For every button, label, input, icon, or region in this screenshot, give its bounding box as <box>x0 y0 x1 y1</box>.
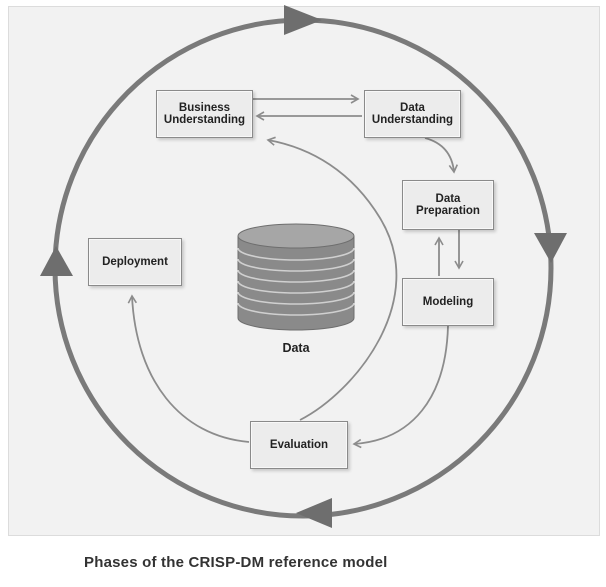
phase-data-understanding-label: Data Understanding <box>371 102 454 126</box>
arrow-evaluation-to-deployment <box>127 294 250 443</box>
phase-business-understanding: Business Understanding <box>156 90 253 138</box>
cycle-arrowhead-top <box>284 5 322 35</box>
cycle-arrowhead-right <box>534 233 567 263</box>
phase-data-preparation: Data Preparation <box>402 180 494 230</box>
phase-evaluation-label: Evaluation <box>269 439 329 451</box>
arrow-evaluation-to-business <box>266 136 398 421</box>
phase-deployment: Deployment <box>88 238 182 286</box>
phase-modeling: Modeling <box>402 278 494 326</box>
cycle-arrowhead-bottom <box>296 498 332 528</box>
phase-business-understanding-label: Business Understanding <box>163 102 246 126</box>
figure-caption: Phases of the CRISP-DM reference model <box>84 554 388 571</box>
phase-deployment-label: Deployment <box>102 256 168 268</box>
phase-evaluation: Evaluation <box>250 421 348 469</box>
phase-data-preparation-label: Data Preparation <box>416 193 480 217</box>
phase-data-understanding: Data Understanding <box>364 90 461 138</box>
cycle-arrowhead-left <box>40 246 73 276</box>
arrow-data-understanding-to-preparation <box>424 137 459 174</box>
arrow-modeling-to-evaluation <box>352 325 449 449</box>
data-store-label: Data <box>282 341 310 355</box>
phase-modeling-label: Modeling <box>422 296 474 308</box>
data-store-cylinder-icon <box>237 223 355 331</box>
